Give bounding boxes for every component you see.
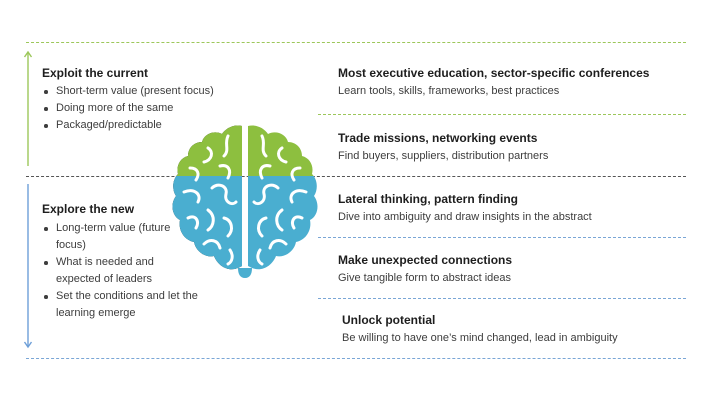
right-item-title: Trade missions, networking events xyxy=(338,131,538,145)
explore-bullet: What is needed and expected of leaders xyxy=(42,254,181,288)
explore-bullets: Long-term value (future focus) What is n… xyxy=(42,220,202,322)
explore-heading: Explore the new xyxy=(42,202,135,216)
explore-bullet: Set the conditions and let the learning … xyxy=(42,288,201,322)
exploit-bullet: Doing more of the same xyxy=(42,100,214,117)
top-divider xyxy=(26,42,686,43)
right-item-desc: Be willing to have one’s mind changed, l… xyxy=(342,332,618,344)
right-item-4: Make unexpected connections Give tangibl… xyxy=(338,253,512,284)
right-item-title: Unlock potential xyxy=(342,313,436,327)
right-item-5: Unlock potential Be willing to have one’… xyxy=(342,313,618,344)
right-divider-green xyxy=(318,114,686,115)
right-item-title: Lateral thinking, pattern finding xyxy=(338,192,518,206)
arrow-down-icon xyxy=(22,184,34,349)
exploit-heading: Exploit the current xyxy=(42,66,149,80)
right-item-desc: Dive into ambiguity and draw insights in… xyxy=(338,211,592,223)
explore-bullet: Long-term value (future focus) xyxy=(42,220,181,254)
right-item-title: Most executive education, sector-specifi… xyxy=(338,66,650,80)
right-divider-blue-1 xyxy=(318,237,686,238)
right-item-desc: Learn tools, skills, frameworks, best pr… xyxy=(338,85,560,97)
right-item-title: Make unexpected connections xyxy=(338,253,513,267)
middle-divider xyxy=(26,176,686,177)
right-divider-blue-2 xyxy=(318,298,686,299)
explore-section: Explore the new Long-term value (future … xyxy=(42,202,202,322)
right-item-desc: Give tangible form to abstract ideas xyxy=(338,272,512,284)
right-item-3: Lateral thinking, pattern finding Dive i… xyxy=(338,192,592,223)
bottom-divider xyxy=(26,358,686,359)
right-item-2: Trade missions, networking events Find b… xyxy=(338,131,548,162)
exploit-bullet: Packaged/predictable xyxy=(42,117,214,134)
right-item-1: Most executive education, sector-specifi… xyxy=(338,66,649,97)
exploit-section: Exploit the current Short-term value (pr… xyxy=(42,66,214,134)
arrow-up-icon xyxy=(22,50,34,166)
exploit-bullets: Short-term value (present focus) Doing m… xyxy=(42,83,214,134)
right-item-desc: Find buyers, suppliers, distribution par… xyxy=(338,150,549,162)
exploit-bullet: Short-term value (present focus) xyxy=(42,83,214,100)
brain-icon xyxy=(168,122,320,280)
